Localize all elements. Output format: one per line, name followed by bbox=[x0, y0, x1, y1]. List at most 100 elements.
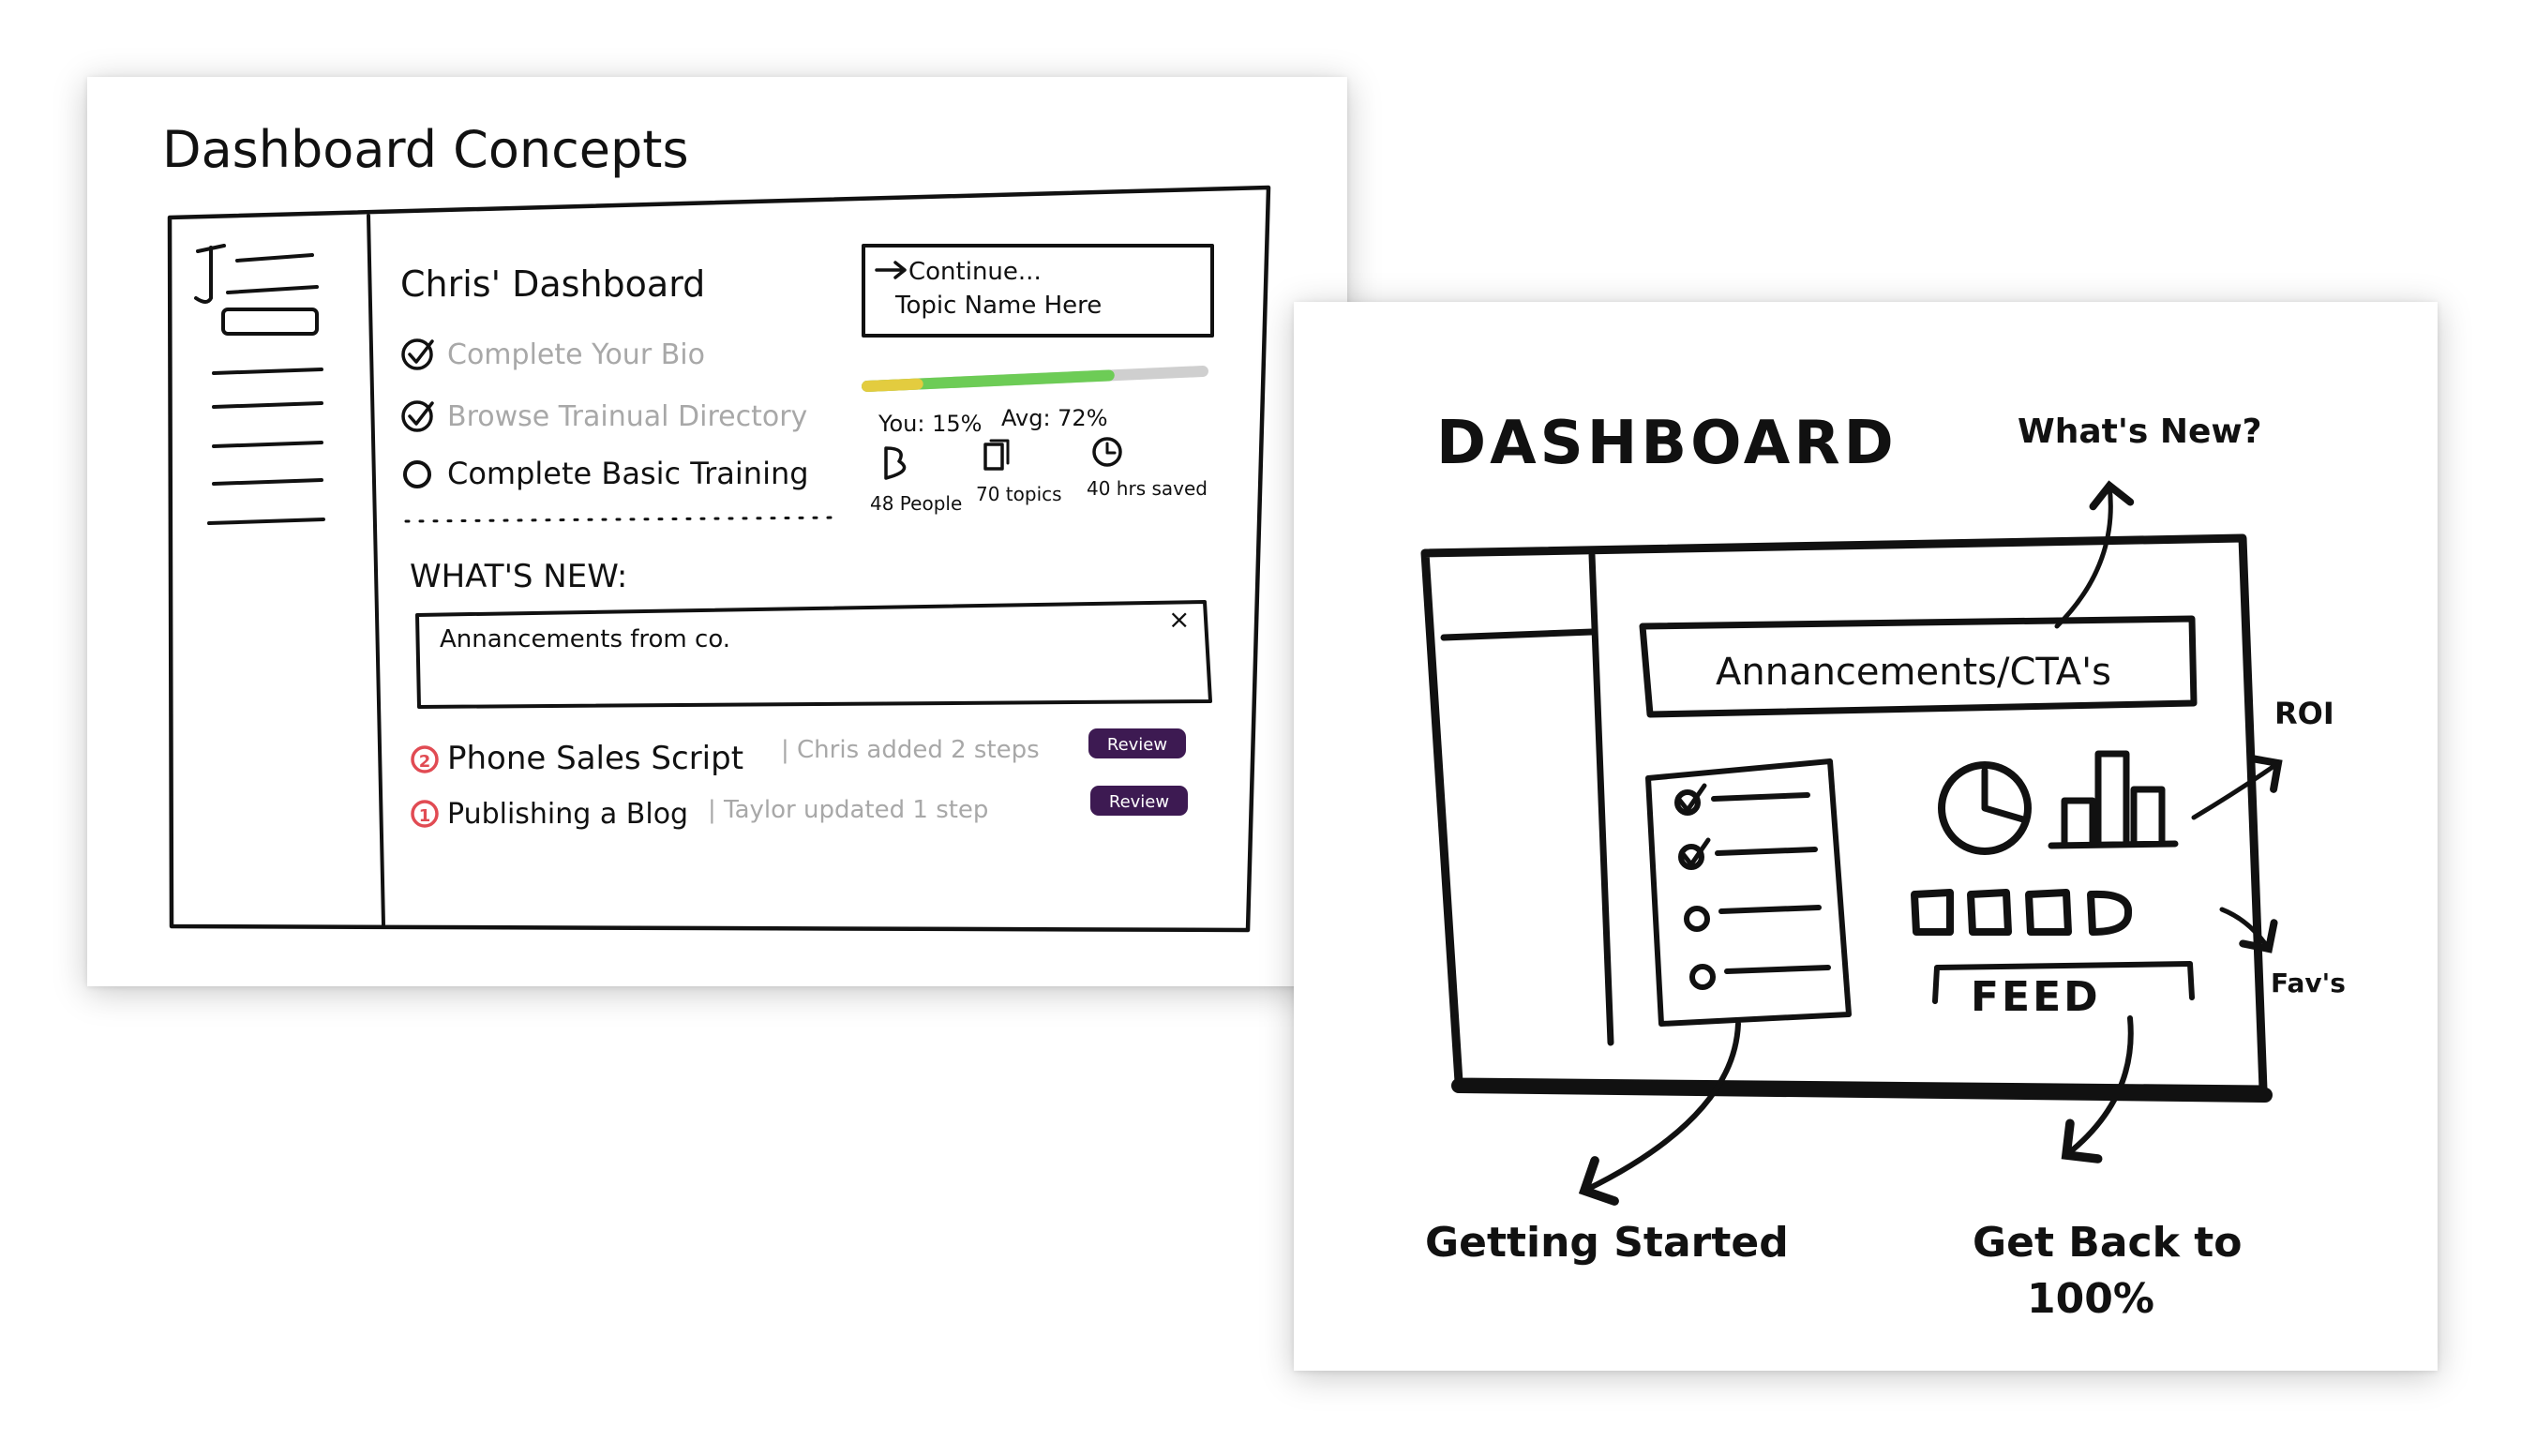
continue-label: Continue... bbox=[908, 258, 1042, 286]
badge-count: 1 bbox=[419, 806, 431, 826]
check-circle-icon bbox=[1674, 789, 1701, 816]
checklist-label: Complete Your Bio bbox=[447, 338, 705, 371]
stat-label: 40 hrs saved bbox=[1087, 477, 1208, 500]
progress-bar bbox=[862, 366, 1208, 392]
checklist-item[interactable]: Browse Trainual Directory bbox=[401, 400, 807, 433]
arrow-getting-started bbox=[1578, 1021, 1741, 1206]
callout-get-back-line2: 100% bbox=[2027, 1275, 2154, 1323]
roi-widgets bbox=[1938, 750, 2179, 855]
callout-favs: Fav's bbox=[2271, 968, 2346, 998]
favorite-tile[interactable] bbox=[1911, 889, 1954, 936]
sketch-concepts-canvas: Dashboard Concepts Chris' Dashboard Comp… bbox=[162, 120, 1271, 933]
checklist-label: Complete Basic Training bbox=[447, 456, 809, 491]
pie-slice bbox=[1981, 767, 2027, 823]
feed-box bbox=[1932, 961, 2195, 1004]
checklist-panel-box bbox=[1645, 758, 1852, 1027]
dashboard-heading: Chris' Dashboard bbox=[400, 263, 705, 305]
check-circle-icon bbox=[1678, 844, 1704, 870]
arrow-whats-new bbox=[2054, 480, 2135, 629]
empty-circle-icon bbox=[403, 460, 431, 488]
feed-label: FEED bbox=[1971, 973, 2101, 1021]
favorite-tile[interactable] bbox=[2087, 890, 2133, 936]
sidebar-nav-lines[interactable] bbox=[207, 368, 325, 525]
checklist-line bbox=[1715, 847, 1818, 856]
logo-lines bbox=[226, 253, 319, 294]
stat-label: 48 People bbox=[870, 492, 962, 515]
cta-banner bbox=[1639, 615, 2198, 718]
arrow-get-back bbox=[2061, 1015, 2134, 1163]
sketch-card-dashboard-concepts: Dashboard Concepts Chris' Dashboard Comp… bbox=[87, 77, 1347, 986]
update-list: 2 Phone Sales Script | Chris added 2 ste… bbox=[411, 728, 1188, 831]
notification-badge bbox=[411, 800, 439, 828]
checklist-item[interactable]: Complete Basic Training bbox=[403, 456, 809, 491]
continue-card-box bbox=[862, 244, 1214, 338]
review-button-label: Review bbox=[1107, 735, 1167, 755]
review-button-label: Review bbox=[1109, 792, 1169, 812]
arrow-favs bbox=[2219, 907, 2278, 953]
progress-you-fill bbox=[862, 378, 923, 392]
close-icon[interactable]: × bbox=[1168, 604, 1190, 635]
callout-get-back-line1: Get Back to bbox=[1973, 1219, 2242, 1267]
update-detail: | Chris added 2 steps bbox=[781, 736, 1040, 764]
section-divider bbox=[404, 516, 839, 523]
wireframe-sidebar-divider bbox=[1588, 551, 1614, 1046]
wireframe-base bbox=[1451, 1078, 2273, 1103]
checklist-line bbox=[1718, 905, 1822, 914]
people-icon bbox=[884, 446, 907, 480]
sketch-card-dashboard: DASHBOARD Annancements/CTA's FEED bbox=[1294, 302, 2438, 1371]
review-button[interactable] bbox=[1090, 786, 1188, 816]
checklist-line bbox=[1724, 965, 1831, 974]
update-title: Publishing a Blog bbox=[447, 798, 688, 831]
announcement-text: Annancements from co. bbox=[440, 625, 730, 653]
wireframe-sidebar-header bbox=[1440, 628, 1596, 641]
callout-whats-new: What's New? bbox=[2018, 413, 2262, 451]
stats-row: 48 People 70 topics 40 hrs saved bbox=[870, 437, 1208, 515]
sidebar-divider bbox=[367, 214, 385, 926]
checklist: Complete Your Bio Browse Trainual Direct… bbox=[401, 338, 809, 491]
checkmark-icon bbox=[1677, 783, 1707, 813]
getting-started-panel bbox=[1645, 758, 1852, 1027]
sidebar-active-item[interactable] bbox=[221, 308, 319, 336]
announcement-box bbox=[415, 600, 1212, 709]
badge-count: 2 bbox=[419, 752, 431, 772]
checklist-line bbox=[1711, 792, 1810, 802]
stat-hours: 40 hrs saved bbox=[1087, 437, 1208, 500]
pie-chart-icon bbox=[1938, 761, 2032, 855]
checkmark-icon bbox=[408, 401, 434, 426]
update-detail: | Taylor updated 1 step bbox=[708, 796, 988, 824]
empty-circle-icon bbox=[1689, 964, 1716, 990]
logo-mark bbox=[194, 244, 226, 304]
update-item[interactable]: 1 Publishing a Blog | Taylor updated 1 s… bbox=[411, 786, 1188, 831]
checkmark-icon bbox=[408, 339, 434, 364]
whats-new-heading: WHAT'S NEW: bbox=[410, 558, 627, 595]
favorite-tile[interactable] bbox=[1967, 889, 2012, 936]
update-item[interactable]: 2 Phone Sales Script | Chris added 2 ste… bbox=[411, 728, 1186, 777]
stat-label: 70 topics bbox=[976, 483, 1062, 505]
arrow-roi bbox=[2191, 755, 2283, 820]
favorite-tile[interactable] bbox=[2025, 889, 2072, 936]
callout-roi: ROI bbox=[2274, 696, 2334, 731]
topics-icon bbox=[983, 443, 1004, 471]
empty-circle-icon bbox=[1684, 906, 1710, 932]
cta-banner-label: Annancements/CTA's bbox=[1716, 651, 2111, 694]
progress-you-label: You: 15% bbox=[878, 411, 982, 437]
arrow-right-icon bbox=[875, 261, 907, 279]
stat-topics: 70 topics bbox=[976, 439, 1062, 505]
topics-icon-back bbox=[989, 439, 1010, 465]
checkmark-icon bbox=[1681, 837, 1711, 867]
favorites-row bbox=[1911, 889, 2133, 936]
continue-topic: Topic Name Here bbox=[894, 292, 1102, 320]
announcement-banner: Annancements from co. × bbox=[415, 600, 1212, 709]
sketch-title: Dashboard Concepts bbox=[162, 120, 689, 179]
continue-card[interactable]: Continue... Topic Name Here bbox=[862, 244, 1214, 338]
sidebar bbox=[194, 244, 325, 525]
sketch-dashboard-canvas: DASHBOARD Annancements/CTA's FEED bbox=[1420, 409, 2346, 1323]
progress-avg-label: Avg: 72% bbox=[1001, 405, 1108, 431]
clock-hands bbox=[1105, 442, 1117, 455]
check-circle-icon bbox=[401, 400, 433, 432]
checklist-item[interactable]: Complete Your Bio bbox=[401, 338, 705, 371]
review-button[interactable] bbox=[1088, 728, 1186, 758]
checklist-label: Browse Trainual Directory bbox=[447, 400, 807, 433]
sketch2-title: DASHBOARD bbox=[1436, 409, 1898, 478]
check-circle-icon bbox=[401, 338, 433, 370]
